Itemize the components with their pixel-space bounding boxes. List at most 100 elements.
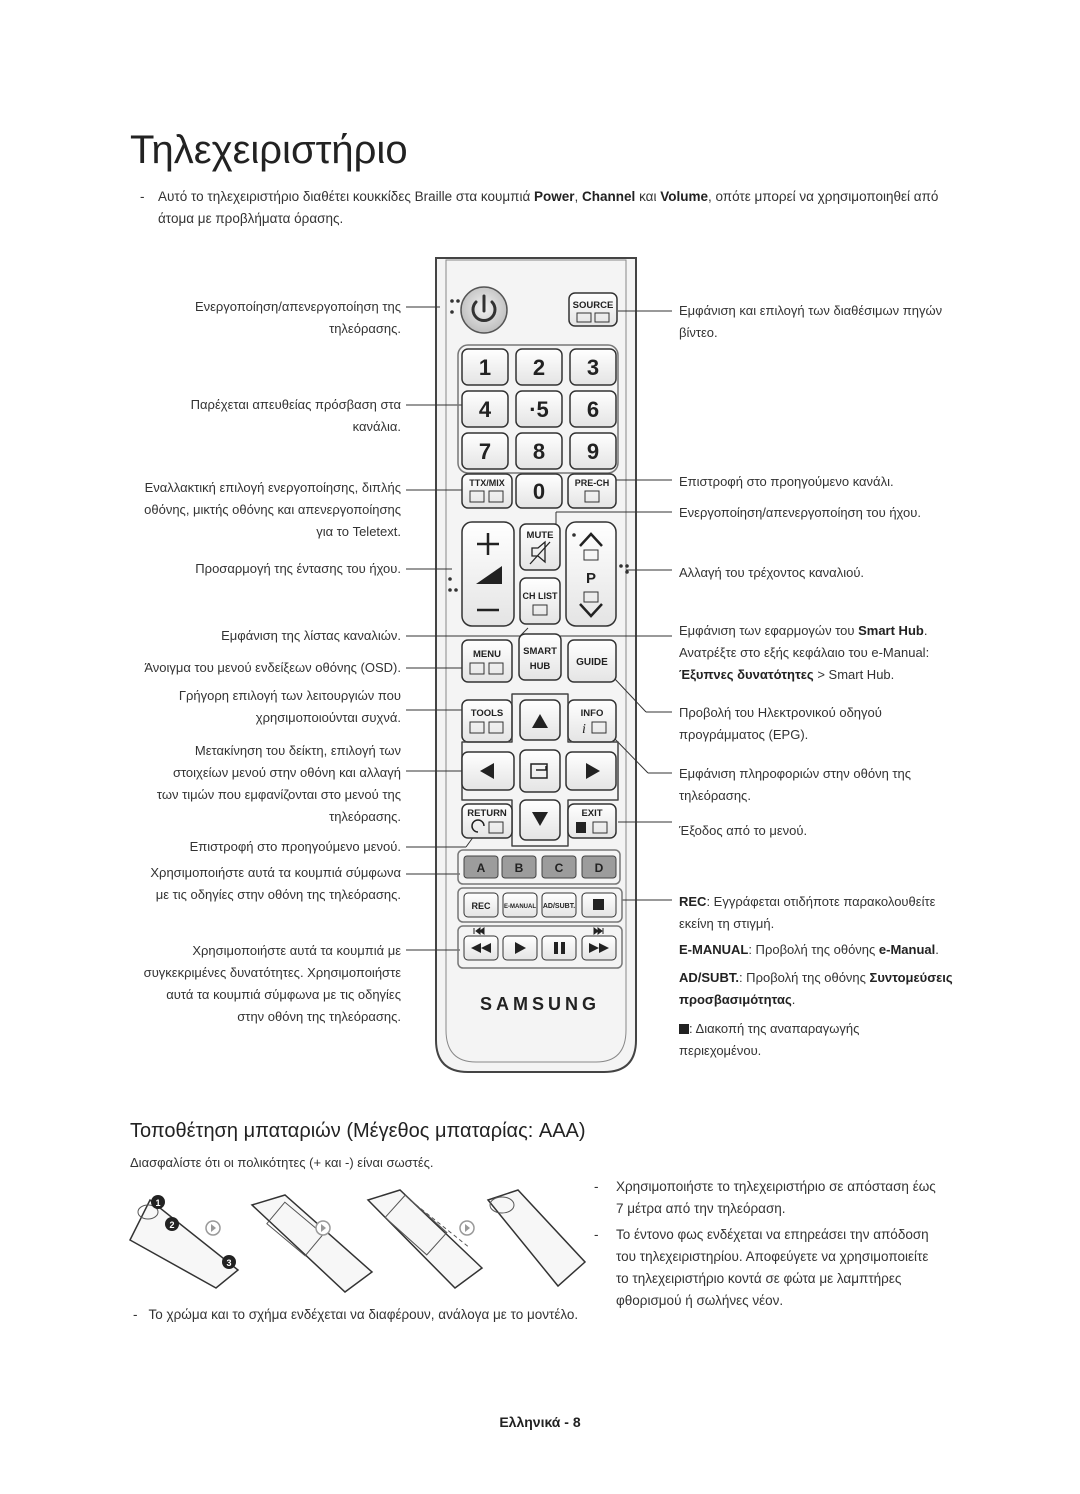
color-shape-note: - Το χρώμα και το σχήμα ενδέχεται να δια… bbox=[133, 1307, 579, 1322]
guide-button[interactable] bbox=[567, 639, 617, 683]
stop-square-icon bbox=[679, 1024, 689, 1034]
d-button[interactable] bbox=[581, 855, 617, 879]
samsung-logo: SAMSUNG bbox=[480, 994, 600, 1014]
ad-subt-button[interactable] bbox=[541, 892, 577, 918]
label-adsubt: AD/SUBT.: Προβολή της οθόνης Συντομεύσει… bbox=[679, 970, 953, 1007]
digit-button[interactable] bbox=[515, 390, 563, 428]
svg-text:RETURN: RETURN bbox=[467, 808, 507, 819]
digit-label: ·5 bbox=[529, 397, 549, 422]
svg-text:i: i bbox=[582, 722, 586, 737]
intro-note: - Αυτό το τηλεχειριστήριο διαθέτει κουκκ… bbox=[140, 189, 939, 226]
label-menu: Άνοιγμα του μενού ενδείξεων οθόνης (OSD)… bbox=[144, 660, 401, 675]
svg-text:1: 1 bbox=[155, 1198, 160, 1208]
rec-button[interactable] bbox=[463, 892, 499, 918]
digit-button[interactable] bbox=[461, 348, 509, 386]
svg-text:3: 3 bbox=[226, 1258, 231, 1268]
source-button[interactable] bbox=[568, 292, 618, 327]
label-stop: : Διακοπή της αναπαραγωγής περιεχομένου. bbox=[679, 1021, 860, 1058]
digit-label: 3 bbox=[587, 355, 599, 380]
label-volume: Προσαρμογή της έντασης του ήχου. bbox=[195, 561, 401, 576]
smart-hub-button[interactable] bbox=[518, 633, 562, 681]
label-return: Επιστροφή στο προηγούμενο μενού. bbox=[189, 839, 401, 854]
digit-label: 9 bbox=[587, 439, 599, 464]
c-button[interactable] bbox=[541, 855, 577, 879]
svg-text:TOOLS: TOOLS bbox=[471, 708, 504, 719]
digit-button[interactable] bbox=[461, 390, 509, 428]
ch-list-button[interactable] bbox=[519, 577, 561, 625]
label-exit: Έξοδος από το μενού. bbox=[679, 823, 808, 838]
polarity-note: Διασφαλίστε ότι οι πολικότητες (+ και -)… bbox=[130, 1155, 434, 1170]
label-emanual: E-MANUAL: Προβολή της οθόνης e-Manual. bbox=[679, 942, 939, 957]
channel-rocker[interactable] bbox=[565, 521, 617, 627]
svg-text:TTX/MIX: TTX/MIX bbox=[469, 478, 505, 488]
digit-button[interactable] bbox=[515, 348, 563, 386]
svg-text:B: B bbox=[515, 861, 524, 875]
svg-text:C: C bbox=[555, 861, 564, 875]
battery-steps-illustration: 1 2 3 bbox=[129, 1189, 587, 1293]
svg-text:CH LIST: CH LIST bbox=[523, 591, 559, 601]
svg-text:A: A bbox=[477, 861, 486, 875]
svg-text:AD/SUBT.: AD/SUBT. bbox=[543, 903, 575, 910]
volume-rocker[interactable] bbox=[461, 521, 515, 627]
page-title: Τηλεχειριστήριο bbox=[130, 128, 408, 172]
ttx-mix-button[interactable] bbox=[461, 473, 513, 509]
page-footer: Ελληνικά - 8 bbox=[499, 1414, 581, 1430]
svg-text:SOURCE: SOURCE bbox=[573, 300, 614, 311]
digit-label: 8 bbox=[533, 439, 545, 464]
svg-text:P: P bbox=[586, 570, 596, 587]
digit-label: 6 bbox=[587, 397, 599, 422]
tools-button[interactable] bbox=[461, 699, 513, 743]
digit-label: 7 bbox=[479, 439, 491, 464]
svg-text:INFO: INFO bbox=[581, 708, 604, 719]
return-button[interactable] bbox=[461, 803, 513, 839]
battery-bullet-distance: - Χρησιμοποιήστε το τηλεχειριστήριο σε α… bbox=[594, 1179, 936, 1216]
digit-label: 1 bbox=[479, 355, 491, 380]
label-chlist: Εμφάνιση της λίστας καναλιών. bbox=[221, 628, 401, 643]
battery-bullet-light: - Το έντονο φως ενδέχεται να επηρεάσει τ… bbox=[594, 1227, 929, 1308]
digit-button[interactable] bbox=[515, 432, 563, 470]
svg-text:MUTE: MUTE bbox=[527, 530, 554, 541]
svg-text:MENU: MENU bbox=[473, 649, 501, 660]
enter-button[interactable] bbox=[519, 749, 561, 793]
e-manual-button[interactable] bbox=[502, 892, 538, 918]
pause-button[interactable] bbox=[541, 935, 577, 961]
digit-button[interactable] bbox=[461, 432, 509, 470]
svg-text:SMART: SMART bbox=[523, 646, 557, 657]
svg-text:2: 2 bbox=[169, 1220, 174, 1230]
svg-text:EXIT: EXIT bbox=[581, 808, 602, 819]
label-mute: Ενεργοποίηση/απενεργοποίηση του ήχου. bbox=[679, 505, 921, 520]
svg-text:PRE-CH: PRE-CH bbox=[575, 478, 610, 488]
label-smart-hub: Εμφάνιση των εφαρμογών του Smart Hub. Αν… bbox=[679, 623, 930, 682]
battery-heading: Τοποθέτηση μπαταριών (Μέγεθος μπαταρίας:… bbox=[130, 1120, 586, 1142]
svg-text:HUB: HUB bbox=[530, 661, 551, 672]
a-button[interactable] bbox=[463, 855, 499, 879]
svg-text:GUIDE: GUIDE bbox=[576, 657, 608, 668]
info-button[interactable] bbox=[567, 699, 617, 743]
svg-text:E-MANUAL: E-MANUAL bbox=[504, 904, 536, 910]
svg-text:REC: REC bbox=[471, 901, 491, 911]
label-teletext: Εναλλακτική επιλογή ενεργοποίησης, διπλή… bbox=[144, 480, 401, 539]
label-source: Εμφάνιση και επιλογή των διαθέσιμων πηγώ… bbox=[679, 303, 943, 340]
b-button[interactable] bbox=[501, 855, 537, 879]
menu-button[interactable] bbox=[461, 639, 513, 683]
label-prech: Επιστροφή στο προηγούμενο κανάλι. bbox=[679, 474, 894, 489]
label-rec: REC: Εγγράφεται οτιδήποτε παρακολουθείτε… bbox=[679, 894, 936, 931]
zero-button[interactable] bbox=[515, 473, 563, 509]
digit-button[interactable] bbox=[569, 432, 617, 470]
digit-label: 4 bbox=[479, 397, 492, 422]
svg-text:D: D bbox=[595, 861, 604, 875]
label-channel: Αλλαγή του τρέχοντος καναλιού. bbox=[679, 565, 865, 580]
digit-button[interactable] bbox=[569, 390, 617, 428]
svg-text:0: 0 bbox=[533, 479, 545, 504]
digit-button[interactable] bbox=[569, 348, 617, 386]
digit-label: 2 bbox=[533, 355, 545, 380]
